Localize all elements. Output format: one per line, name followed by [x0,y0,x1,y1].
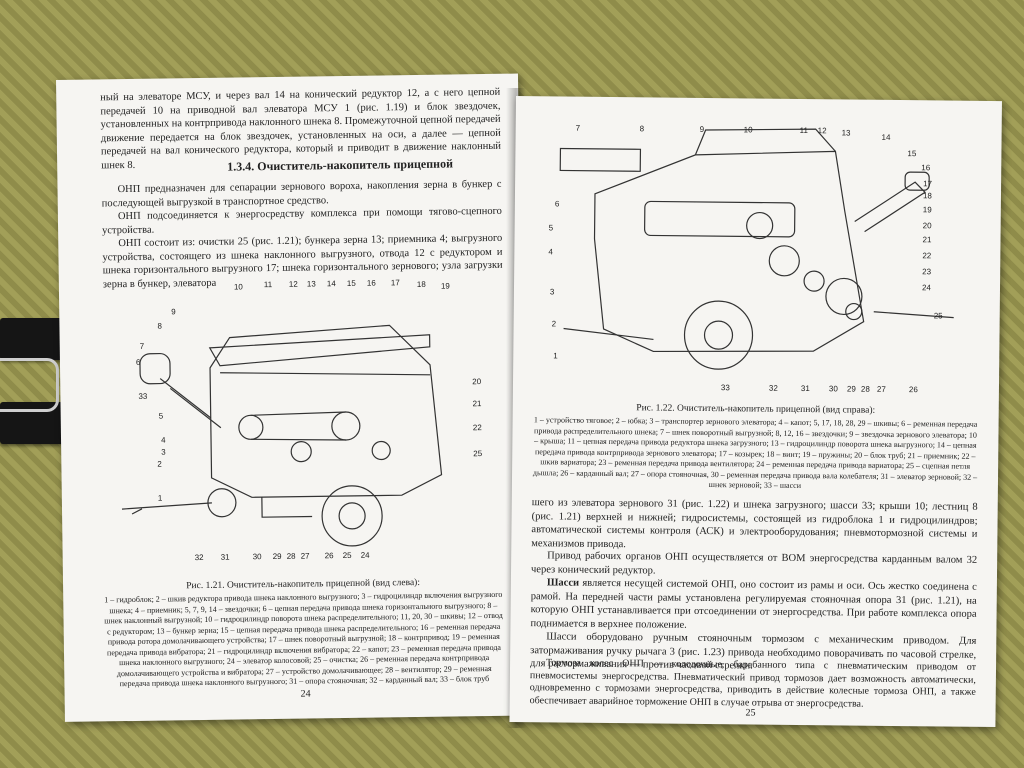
callout-label: 15 [347,279,357,288]
callout-label: 29 [273,552,283,561]
callout-label: 12 [289,280,299,289]
callout-label: 15 [907,149,917,158]
machine-drawing-right [559,128,954,370]
callout-label: 18 [417,280,427,289]
callout-label: 8 [640,124,645,133]
callout-label: 3 [161,447,166,456]
callout-label: 20 [472,377,482,386]
paragraph-text: является несущей системой ОНП, оно состо… [530,577,977,631]
callout-label: 2 [157,460,162,469]
callout-label: 17 [391,278,401,287]
paragraph: Тормоза колес ОНП — колодочные, барабанн… [529,657,977,710]
chassis-term: Шасси [546,577,580,589]
figure-callouts: 7 8 9 10 11 12 13 14 6 5 4 3 2 1 15 16 1… [548,124,944,395]
callout-label: 19 [441,282,451,291]
callout-label: 26 [325,551,335,560]
callout-label: 3 [550,287,555,296]
callout-label: 10 [744,125,754,134]
section-title: 1.3.4. Очиститель-накопитель прицепной [227,156,454,174]
callout-label: 24 [922,283,932,292]
callout-label: 29 [847,384,857,393]
callout-label: 25 [343,551,353,560]
callout-label: 19 [923,205,933,214]
callout-label: 31 [221,553,231,562]
figure-1-22: 7 8 9 10 11 12 13 14 6 5 4 3 2 1 15 16 1… [548,124,954,395]
callout-label: 28 [861,385,871,394]
callout-label: 5 [549,223,554,232]
callout-label: 18 [923,191,933,200]
callout-label: 8 [157,322,162,331]
figure-callouts: 10 11 12 13 14 15 16 17 18 19 9 8 7 6 33… [136,278,483,562]
callout-label: 5 [159,412,164,421]
callout-label: 13 [842,128,852,137]
callout-label: 17 [923,179,933,188]
figure-legend: 1 – устройство тяговое; 2 – юбка; 3 – тр… [532,415,978,491]
page-number: 25 [745,707,756,719]
callout-label: 6 [136,358,141,367]
callout-label: 14 [882,133,892,142]
callout-label: 23 [922,267,932,276]
left-page: ный на элеваторе МСУ, и через вал 14 на … [56,73,527,722]
callout-label: 30 [829,384,839,393]
callout-label: 6 [555,199,560,208]
callout-label: 31 [801,384,811,393]
callout-label: 26 [909,385,919,394]
callout-label: 21 [472,399,482,408]
paragraph: Шасси является несущей системой ОНП, оно… [530,576,977,635]
callout-label: 33 [138,392,148,401]
callout-label: 21 [922,235,932,244]
callout-label: 16 [921,163,931,172]
callout-label: 11 [800,126,809,135]
callout-label: 14 [327,279,337,288]
callout-label: 32 [769,384,779,393]
right-page: 7 8 9 10 11 12 13 14 6 5 4 3 2 1 15 16 1… [509,96,1002,728]
callout-label: 2 [552,319,557,328]
callout-label: 10 [234,282,244,291]
callout-label: 4 [161,435,166,444]
callout-label: 16 [367,279,377,288]
callout-label: 7 [140,342,145,351]
machine-drawing-left [121,324,443,547]
paragraph: шего из элеватора зернового 31 (рис. 1.2… [531,497,978,550]
callout-label: 13 [307,279,317,288]
callout-label: 22 [473,423,483,432]
callout-label: 25 [934,311,944,320]
binder-wire [0,358,59,412]
callout-label: 32 [195,553,205,562]
callout-label: 25 [473,449,483,458]
callout-label: 22 [922,251,932,260]
callout-label: 9 [700,125,705,134]
callout-label: 30 [253,552,263,561]
callout-label: 1 [553,351,558,360]
callout-label: 1 [158,494,163,503]
callout-label: 28 [287,552,297,561]
callout-label: 27 [877,385,887,394]
callout-label: 9 [171,307,176,316]
callout-label: 24 [361,551,371,560]
callout-label: 27 [301,551,311,560]
callout-label: 4 [548,247,553,256]
page-number: 24 [300,688,311,700]
callout-label: 33 [721,383,731,392]
callout-label: 12 [818,126,828,135]
callout-label: 20 [923,221,933,230]
figure-legend: 1 – гидроблок; 2 – шкив редуктора привод… [104,589,503,689]
callout-label: 7 [576,124,581,133]
figure-1-21: 10 11 12 13 14 15 16 17 18 19 9 8 7 6 33… [121,278,483,562]
callout-label: 11 [264,280,273,289]
